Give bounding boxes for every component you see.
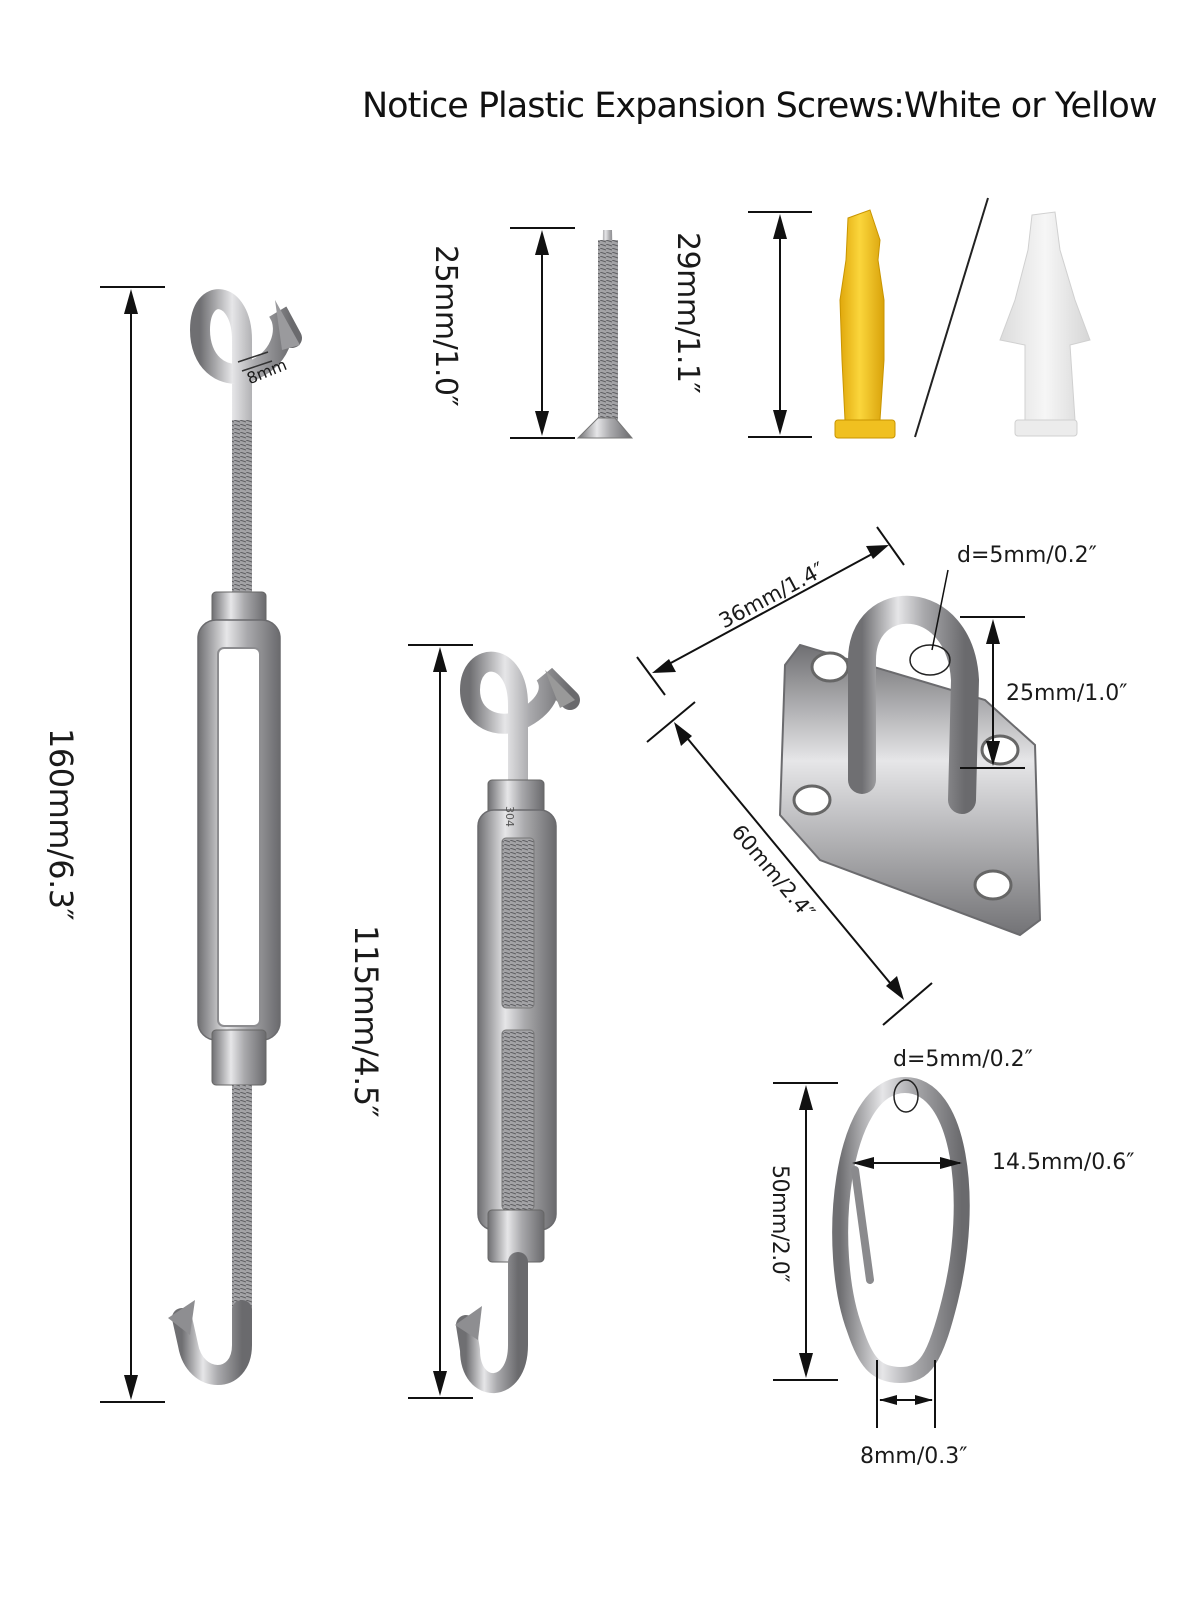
dim-8-line	[876, 1360, 936, 1428]
turnbuckle-small-icon	[455, 651, 580, 1394]
anchor-yellow-icon	[834, 209, 896, 439]
divider-line	[914, 197, 989, 438]
carabiner-opening-label: 8mm/0.3″	[860, 1444, 968, 1469]
dim-29-line	[748, 211, 812, 438]
pad-eye-icon	[778, 595, 1042, 937]
dim-25-line	[510, 227, 575, 439]
dim-60-line	[646, 701, 933, 1026]
carabiner-length-label: 50mm/2.0″	[767, 1165, 792, 1282]
carabiner-diameter-label: d=5mm/0.2″	[893, 1047, 1033, 1072]
dim-115-label: 115mm/4.5″	[347, 925, 385, 1118]
pad-eye-diameter-label: d=5mm/0.2″	[957, 543, 1097, 568]
hook-opening-mark	[237, 351, 273, 372]
carabiner-icon	[832, 1076, 970, 1384]
dim-160-label: 160mm/6.3″	[42, 728, 80, 921]
dim-50-line	[773, 1082, 838, 1381]
dim-14-line	[852, 1157, 962, 1169]
anchor-white-icon	[999, 211, 1091, 437]
screw-icon	[576, 230, 634, 439]
dim-25-padeye-line	[960, 616, 1025, 769]
carabiner-width-label: 14.5mm/0.6″	[992, 1150, 1135, 1175]
anchor-length-label: 29mm/1.1″	[670, 232, 705, 394]
turnbuckle-large-icon	[168, 289, 302, 1385]
dim-36-line	[636, 526, 905, 696]
stamp-text: 304	[503, 806, 516, 827]
pad-eye-height-label: 25mm/1.0″	[1006, 681, 1128, 706]
dim-115-line	[408, 644, 473, 1399]
page-title: Notice Plastic Expansion Screws:White or…	[362, 86, 1157, 126]
dim-160-line	[100, 286, 165, 1403]
screw-length-label: 25mm/1.0″	[428, 245, 463, 407]
